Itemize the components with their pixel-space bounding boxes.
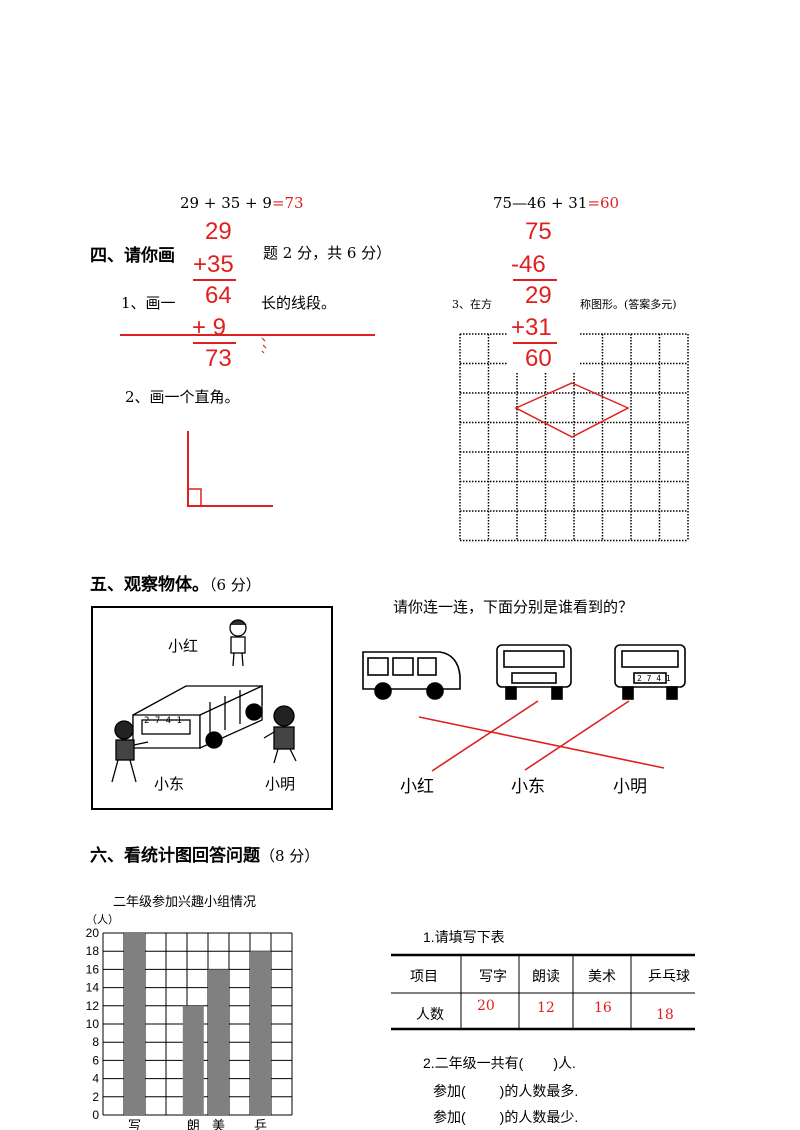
- section4-title: 四、请你画: [90, 246, 175, 266]
- chart-bar: [208, 969, 229, 1115]
- scene-label-top: 小红: [168, 637, 199, 655]
- chart-ytick-label: 20: [86, 926, 100, 940]
- answer-name-1: 小红: [400, 777, 434, 797]
- chart-ytick-label: 16: [86, 962, 100, 976]
- bus-plate-scene: 2 7 4 1: [144, 716, 182, 726]
- chart-ytick-label: 12: [86, 999, 100, 1013]
- q1-text-end: 长的线段。: [261, 294, 337, 312]
- chart-bar: [124, 933, 145, 1115]
- bus-figure: [132, 684, 263, 750]
- chart-category-label: 乒: [254, 1119, 267, 1130]
- table-header-pingpong: 乒乓球: [648, 968, 690, 984]
- bus-side-view: [362, 651, 461, 700]
- table-answer-writing: 20: [477, 998, 495, 1014]
- table-row-label: 人数: [416, 1006, 444, 1022]
- section6-title: 六、看统计图回答问题（8 分）: [90, 846, 320, 866]
- table-answer-reading: 12: [537, 1000, 555, 1016]
- left-work-4: + 9: [192, 314, 227, 341]
- chart-category-label: 朗: [187, 1119, 200, 1130]
- scene-label-right: 小明: [265, 775, 296, 793]
- scene-label-left: 小东: [154, 775, 185, 793]
- chart-ytick-label: 14: [86, 981, 100, 995]
- table-header-writing: 写字: [479, 968, 507, 984]
- left-work-5: 73: [205, 345, 232, 372]
- right-work-background: [508, 216, 580, 372]
- chart-bar: [250, 951, 271, 1115]
- right-work-3: 29: [525, 282, 552, 309]
- chart-ylabel: （人）: [86, 914, 119, 926]
- q2-text: 2、画一个直角。: [125, 388, 240, 406]
- chart-ytick-label: 2: [92, 1090, 99, 1104]
- answer-lines: [418, 700, 665, 772]
- rhombus-drawing: [514, 382, 630, 438]
- bus-plate-back: 2 7 4 1: [637, 674, 671, 683]
- chart-ytick-label: 8: [92, 1035, 99, 1049]
- chart-category-label: 写: [128, 1119, 141, 1130]
- chart-ytick-label: 10: [86, 1017, 100, 1031]
- left-work-rule-1: [193, 279, 236, 281]
- section4-points: 题 2 分，共 6 分）: [263, 244, 392, 262]
- table-answer-pingpong: 18: [656, 1007, 674, 1023]
- chart-ytick-label: 4: [92, 1072, 99, 1086]
- right-angle-drawing: [187, 431, 273, 507]
- left-work-1: 29: [205, 218, 232, 245]
- right-work-4: +31: [511, 314, 552, 341]
- right-work-1: 75: [525, 218, 552, 245]
- chart-ytick-label: 18: [86, 944, 100, 958]
- total-question: 2.二年级一共有()人.: [423, 1055, 576, 1071]
- scene-box: [91, 606, 333, 810]
- q3-text-start: 3、在方: [452, 296, 492, 312]
- drawn-line-segment: [120, 334, 375, 354]
- bus-front-view: [496, 644, 572, 700]
- chart-category-label: 美: [212, 1119, 225, 1130]
- table-question: 1.请填写下表: [423, 929, 505, 945]
- answer-name-3: 小明: [613, 777, 647, 797]
- boy-left-figure: [111, 720, 149, 783]
- left-expression: 29 + 35 + 9=73: [180, 194, 304, 212]
- right-work-5: 60: [525, 345, 552, 372]
- chart-title: 二年级参加兴趣小组情况: [113, 894, 257, 909]
- answer-name-2: 小东: [511, 777, 545, 797]
- right-expression: 75—46 + 31=60: [493, 194, 620, 212]
- chart-ytick-label: 6: [92, 1053, 99, 1067]
- right-work-rule-1: [513, 279, 557, 281]
- section5-title: 五、观察物体。（6 分）: [90, 575, 261, 595]
- least-question: 参加()的人数最少.: [433, 1109, 579, 1125]
- chart-bar: [182, 1005, 204, 1115]
- chart-ytick-label: 0: [92, 1108, 99, 1122]
- q3-text-end: 称图形。(答案多元): [580, 298, 677, 311]
- bus-back-view: [614, 644, 686, 700]
- left-work-2: +35: [193, 251, 234, 278]
- girl-figure: [229, 619, 247, 667]
- table-header-item: 项目: [410, 968, 438, 984]
- table-answer-art: 16: [594, 1000, 612, 1016]
- table-header-art: 美术: [588, 968, 616, 984]
- q1-text-start: 1、画一: [121, 294, 176, 312]
- right-work-2: -46: [511, 251, 546, 278]
- left-work-3: 64: [205, 282, 232, 309]
- right-work-rule-2: [513, 342, 557, 344]
- most-question: 参加()的人数最多.: [433, 1083, 579, 1099]
- table-header-reading: 朗读: [532, 968, 560, 984]
- section5-instruction: 请你连一连，下面分别是谁看到的？: [393, 598, 634, 616]
- left-work-rule-2: [193, 342, 236, 344]
- boy-right-figure: [263, 705, 297, 764]
